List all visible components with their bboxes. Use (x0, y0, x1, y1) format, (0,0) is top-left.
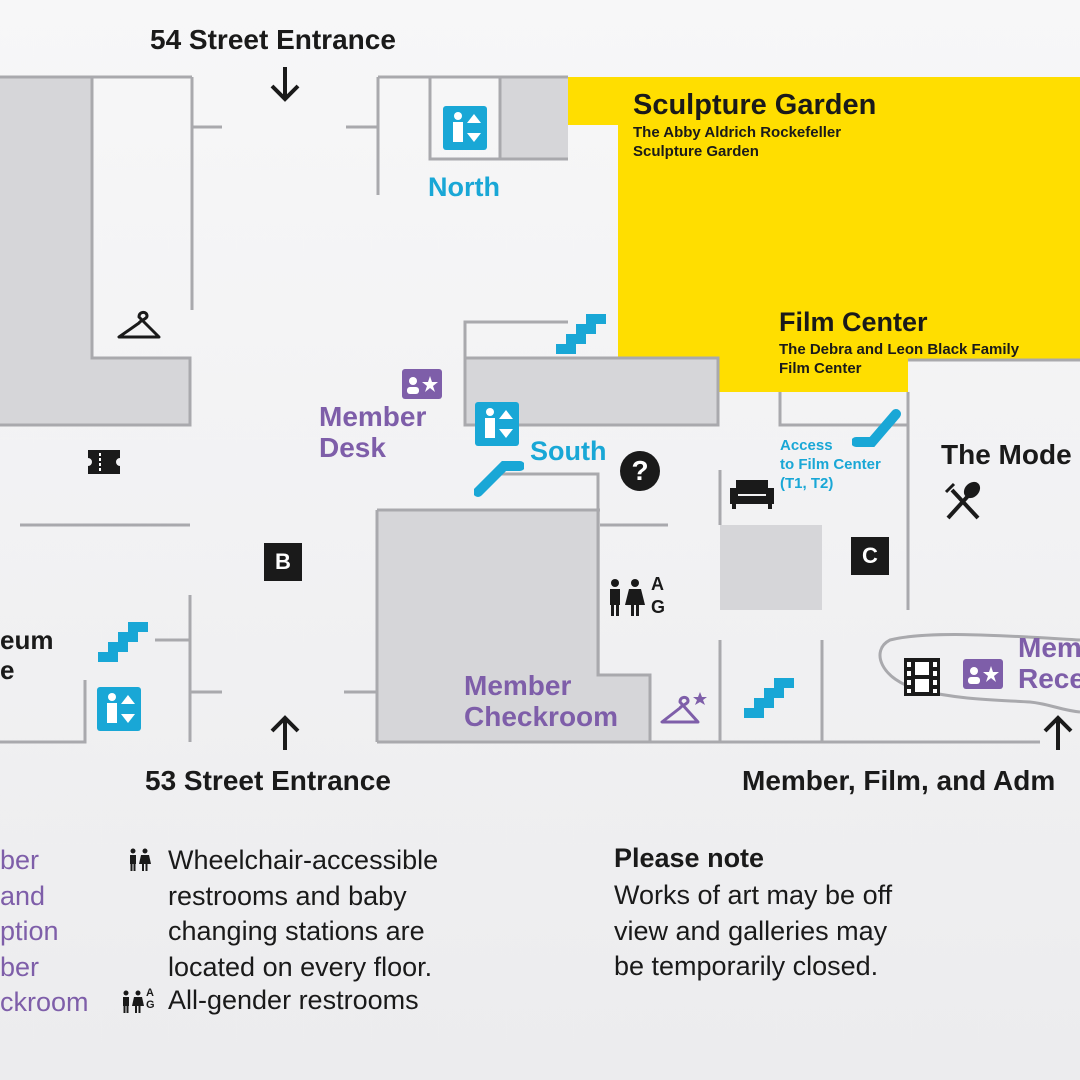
please-note-text: Works of art may be off view and galleri… (614, 880, 893, 981)
53-street-entrance-label: 53 Street Entrance (145, 765, 391, 796)
elevator-icon (97, 687, 141, 731)
arrow-up-icon (1043, 715, 1073, 750)
left-gallery-block-lower (92, 358, 190, 425)
sculpture-garden-subtitle: The Abby Aldrich Rockefeller (633, 124, 842, 141)
north-core-block (500, 77, 568, 159)
all-gender-a-letter: A (651, 574, 664, 594)
film-access-label: (T1, T2) (780, 475, 834, 492)
escalator-icon (852, 409, 901, 447)
restroom-icon (610, 579, 645, 616)
member-checkroom-label: Member (464, 670, 572, 701)
zone-b-marker: B (264, 543, 302, 581)
restroom-icon (130, 848, 151, 871)
all-gender-legend-letters: A G (146, 987, 155, 1011)
sculpture-garden-area (568, 77, 1080, 392)
information-icon: ? (620, 451, 660, 491)
stairs-icon (744, 678, 794, 718)
all-gender-restroom-text: All-gender restrooms (168, 985, 419, 1015)
54-street-entrance-label: 54 Street Entrance (150, 24, 396, 55)
ticket-icon (88, 450, 120, 474)
film-access-label: to Film Center (780, 456, 881, 473)
film-center-subtitle: The Debra and Leon Black Family (779, 341, 1020, 358)
member-checkroom-label: Checkroom (464, 701, 619, 732)
stairs-icon (98, 622, 148, 662)
member-card-icon (402, 369, 442, 399)
member-reception-label: Rece (1018, 663, 1080, 694)
lounge-sofa-icon (730, 480, 774, 509)
museum-store-label: eum (0, 625, 54, 655)
all-gender-g-letter: G (651, 597, 666, 617)
escalator-icon (474, 461, 524, 497)
film-access-label: Access (780, 437, 833, 454)
member-desk-label: Desk (319, 432, 386, 463)
coat-check-icon (117, 310, 161, 339)
elevator-icon (475, 402, 519, 446)
restaurant-icon (944, 481, 981, 520)
stairs-icon (556, 314, 606, 354)
member-film-admin-entrance-label: Member, Film, and Adm (742, 765, 1056, 796)
left-gallery-block (0, 77, 92, 425)
film-center-title: Film Center (779, 307, 928, 337)
please-note-title: Please note (614, 843, 765, 873)
film-center-subtitle: Film Center (779, 360, 862, 377)
elevator-icon (443, 106, 487, 150)
sculpture-garden-subtitle: Sculpture Garden (633, 143, 759, 160)
sculpture-garden-title: Sculpture Garden (633, 89, 877, 121)
film-icon (904, 658, 940, 696)
the-modern-label: The Mode (941, 439, 1072, 470)
north-elevator-label: North (428, 172, 500, 202)
c-block (720, 525, 822, 610)
zone-c-marker: C (851, 537, 889, 575)
arrow-up-icon (270, 715, 300, 750)
wheelchair-restroom-text: Wheelchair-accessible restrooms and baby… (168, 845, 439, 982)
member-reception-label: Mem (1018, 632, 1080, 663)
legend-left-partial: ber and ption ber ckroom (0, 845, 89, 1017)
member-card-icon (963, 659, 1003, 689)
member-coat-check-icon (660, 692, 707, 724)
checkroom-block-2 (600, 675, 650, 742)
museum-store-label: e (0, 655, 15, 685)
checkroom-block (377, 510, 600, 742)
member-desk-label: Member (319, 401, 427, 432)
arrow-down-icon (270, 67, 300, 102)
all-gender-restroom-icon (123, 990, 144, 1013)
south-elevator-label: South (530, 436, 607, 466)
